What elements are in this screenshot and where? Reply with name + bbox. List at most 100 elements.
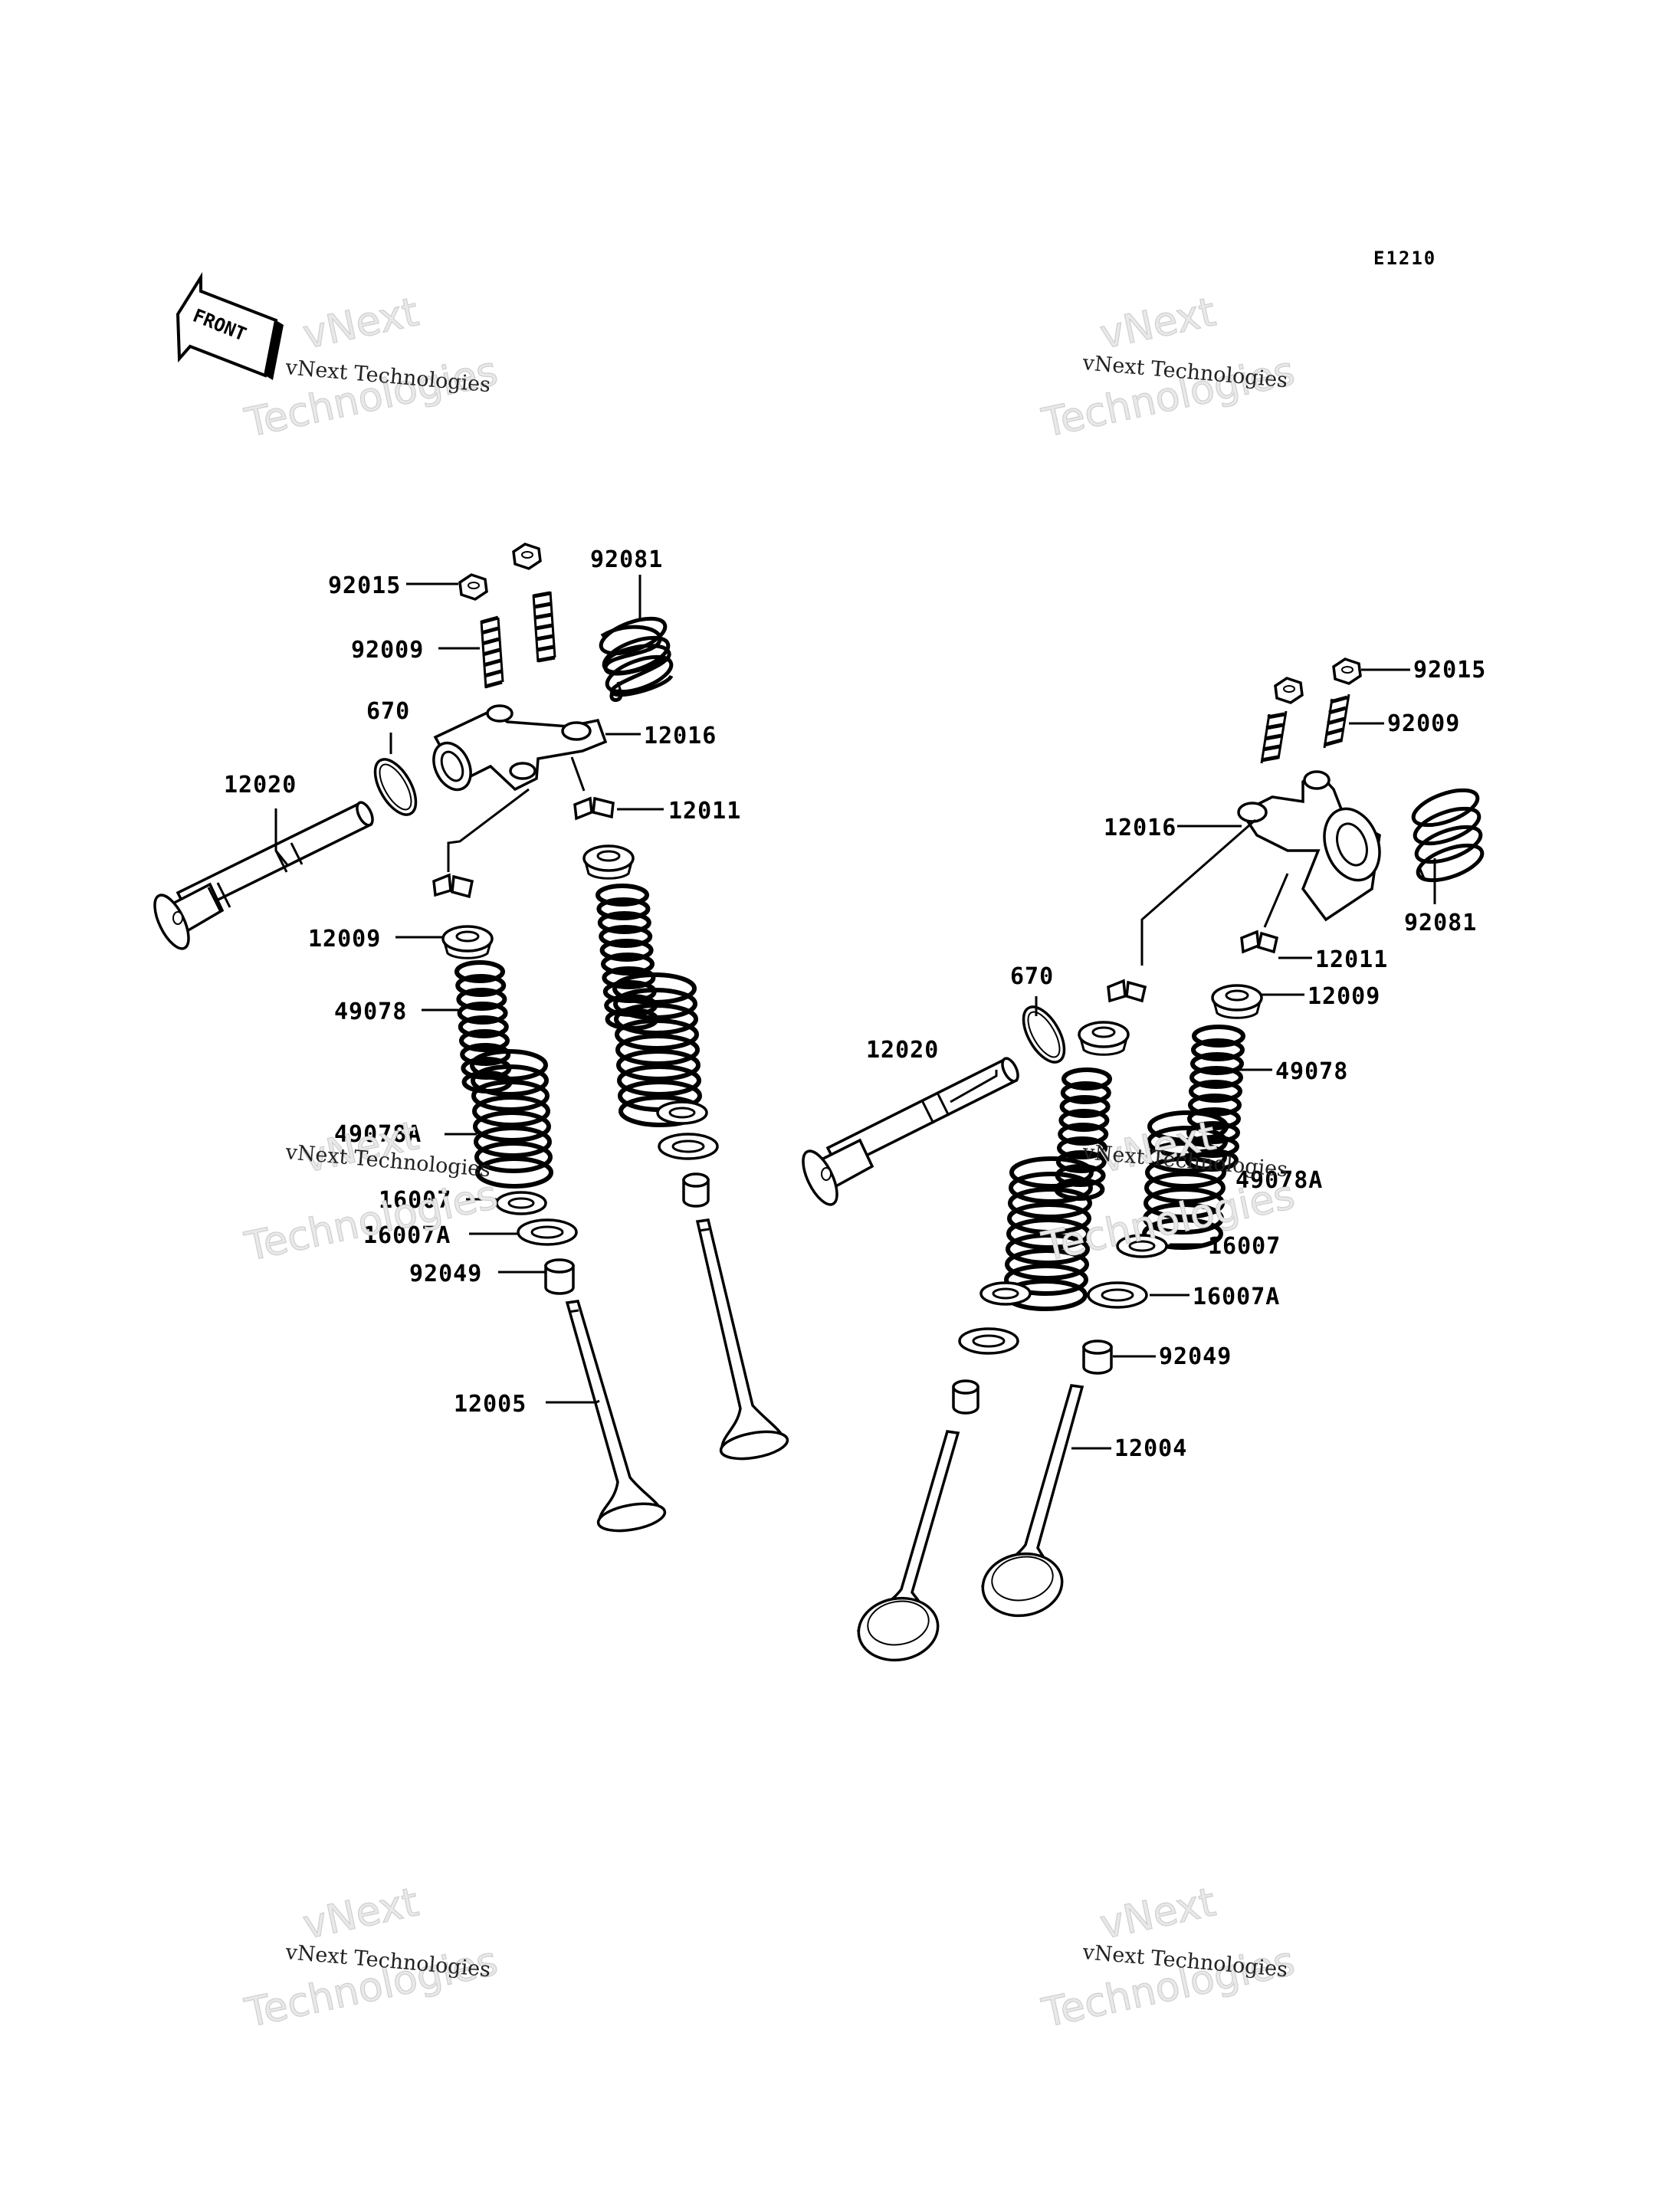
svg-text:vNext: vNext (1096, 1113, 1219, 1182)
label-16007A-right: 16007A (1193, 1284, 1280, 1310)
label-16007A-left: 16007A (363, 1222, 451, 1249)
watermark-top-right: vNext Technologies vNext Technologies (1038, 289, 1299, 448)
label-49078-right: 49078 (1275, 1058, 1348, 1085)
spring-coil (615, 1034, 700, 1066)
inner-spring-49078-right-b (1054, 1067, 1112, 1201)
screw-92009-left-b (532, 591, 556, 663)
right-valve-assembly: 92015 92009 12016 92081 12011 670 12009 … (802, 657, 1486, 1662)
spring-coil (1147, 1110, 1229, 1143)
label-12011-right: 12011 (1315, 946, 1388, 973)
spring-coil (1055, 1150, 1107, 1173)
spring-coil (1191, 1038, 1245, 1061)
label-12009-right: 12009 (1308, 983, 1380, 1010)
svg-text:vNext: vNext (1096, 289, 1219, 358)
spring-coil (1144, 1187, 1225, 1219)
spring-coil (1145, 1156, 1226, 1189)
watermark-bottom-left: vNext Technologies vNext Technologies (241, 1879, 502, 2038)
spring-coil (1059, 1095, 1111, 1118)
spring-seat-16007A-left-b (658, 1133, 719, 1160)
spring-seat-16007A-right-a (1087, 1281, 1148, 1309)
spring-coil (474, 1141, 553, 1173)
screw-92009-right-a (1323, 694, 1350, 749)
label-49078A-right: 49078A (1235, 1167, 1323, 1194)
spring-coil (1147, 1126, 1228, 1158)
nut-92015-left-b (512, 543, 542, 570)
collet-12011-left-b (432, 873, 474, 899)
spring-coil (602, 966, 656, 989)
rocker-arm-12016-right (1237, 770, 1381, 922)
spring-coil (475, 1156, 553, 1189)
screw-92009-right-b (1260, 710, 1288, 764)
spring-coil (614, 1003, 698, 1035)
label-49078A-left: 49078A (334, 1121, 422, 1148)
spring-coil (1142, 1218, 1223, 1250)
spring-seat-16007A-left-a (517, 1218, 578, 1246)
spring-coil (1057, 1136, 1107, 1159)
nut-92015-right-a (1332, 657, 1362, 685)
spring-coil (1009, 1156, 1094, 1189)
label-12004-right: 12004 (1114, 1435, 1187, 1462)
collet-12011-right-b (1107, 979, 1147, 1003)
label-92049-left: 92049 (409, 1261, 482, 1287)
spring-coil (1186, 1121, 1240, 1144)
label-670-left: 670 (366, 698, 410, 725)
spring-coil (596, 884, 649, 907)
collet-12011-left-a (573, 796, 615, 821)
o-ring-670-right (1022, 1005, 1066, 1064)
spring-coil (617, 1064, 701, 1097)
spring-seat-16007-right-a (1116, 1234, 1168, 1258)
label-92009-left: 92009 (351, 637, 424, 664)
spring-coil (599, 925, 653, 948)
svg-text:vNext: vNext (299, 289, 422, 358)
retainer-12009-right-b (1078, 1021, 1130, 1056)
label-92015-right: 92015 (1413, 657, 1486, 684)
spring-coil (471, 1080, 550, 1112)
oil-seal-92049-left-a (544, 1258, 575, 1295)
spring-coil (460, 1043, 511, 1066)
label-49078-left: 49078 (334, 998, 407, 1025)
spring-coil (1061, 1067, 1112, 1090)
spring-coil (615, 1018, 699, 1051)
spring-coil (1009, 1172, 1093, 1204)
label-16007-right: 16007 (1208, 1233, 1281, 1260)
nut-92015-right-b (1274, 677, 1304, 704)
spring-coil (612, 972, 697, 1005)
spring-coil (471, 1064, 549, 1097)
spring-92081-left (599, 616, 674, 702)
spring-coil (601, 953, 655, 976)
spring-92081-right (1411, 788, 1485, 883)
oil-seal-92049-left-b (682, 1172, 710, 1208)
spring-coil (1058, 1109, 1110, 1132)
spring-coil (459, 1029, 510, 1052)
o-ring-670-left (373, 758, 418, 816)
svg-text:vNext: vNext (1096, 1879, 1219, 1948)
spring-coil (597, 911, 651, 934)
retainer-12009-right-a (1211, 984, 1263, 1019)
spring-seat-16007A-right-b (958, 1327, 1019, 1355)
label-92015-left: 92015 (328, 572, 401, 599)
retainer-12009-left-b (582, 844, 635, 880)
spring-coil (1004, 1264, 1088, 1296)
svg-text:vNext: vNext (299, 1879, 422, 1948)
front-arrow-icon: FRONT (176, 272, 284, 380)
spring-coil (1060, 1081, 1111, 1104)
spring-coil (1189, 1080, 1242, 1103)
spring-coil (457, 1002, 508, 1025)
diagram-code: E1210 (1373, 248, 1436, 269)
spring-coil (1007, 1202, 1091, 1235)
label-12009-left: 12009 (308, 926, 381, 953)
spring-coil (599, 939, 654, 962)
spring-coil (455, 974, 507, 997)
spring-coil (1146, 1141, 1227, 1173)
svg-text:Technologies: Technologies (241, 1172, 501, 1271)
valve-12005-left-a (565, 1300, 667, 1533)
watermark-bottom-right: vNext Technologies vNext Technologies (1038, 1879, 1299, 2038)
spring-coil (1190, 1052, 1244, 1075)
rocker-shaft-12020-left (153, 801, 374, 950)
spring-seat-16007-left-b (656, 1100, 708, 1125)
rocker-arm-12016-left (432, 704, 608, 792)
spring-seat-16007-left-a (495, 1191, 547, 1215)
spring-coil (1058, 1123, 1109, 1146)
spring-coil (1187, 1107, 1241, 1130)
rocker-shaft-12020-right (802, 1057, 1019, 1206)
